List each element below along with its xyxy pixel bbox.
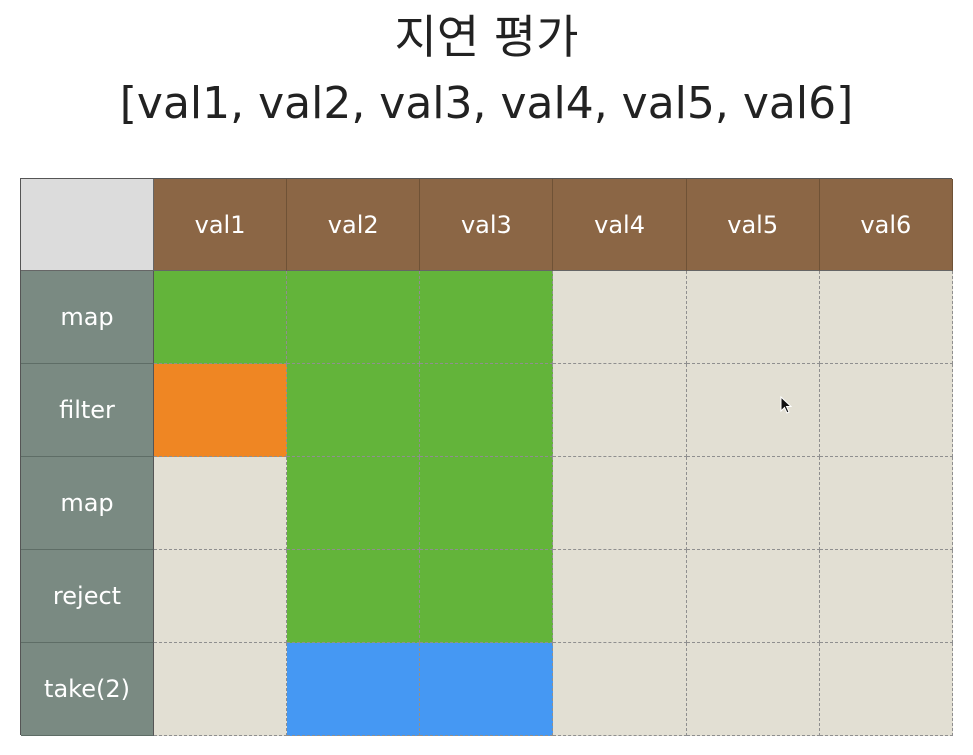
- grid-corner: [21, 179, 154, 271]
- grid-cell-empty: [819, 550, 953, 643]
- grid-cell-green: [287, 457, 421, 550]
- column-header-val2: val2: [287, 179, 421, 271]
- grid-cell-empty: [819, 271, 953, 364]
- row-header: map: [21, 457, 154, 550]
- row-header: reject: [21, 550, 154, 643]
- grid-cell-empty: [553, 271, 687, 364]
- grid-cell-empty: [553, 550, 687, 643]
- grid-cell-green: [420, 457, 554, 550]
- grid-cell-green: [154, 271, 288, 364]
- row-header: map: [21, 271, 154, 364]
- grid-cell-empty: [686, 364, 820, 457]
- grid-cell-green: [420, 271, 554, 364]
- column-header-val6: val6: [819, 179, 953, 271]
- grid-cell-empty: [154, 457, 288, 550]
- grid-cell-orange: [154, 364, 288, 457]
- slide-title: 지연 평가: [394, 10, 579, 64]
- grid-cell-green: [287, 364, 421, 457]
- grid-cell-empty: [819, 643, 953, 736]
- column-header-val3: val3: [420, 179, 554, 271]
- grid-cell-empty: [686, 550, 820, 643]
- grid-cell-empty: [553, 457, 687, 550]
- grid-cell-empty: [553, 364, 687, 457]
- grid-cell-empty: [553, 643, 687, 736]
- slide-subtitle: [val1, val2, val3, val4, val5, val6]: [119, 78, 854, 129]
- grid-cell-empty: [154, 550, 288, 643]
- grid-cell-green: [287, 271, 421, 364]
- column-header-val1: val1: [154, 179, 288, 271]
- grid-cell-empty: [819, 364, 953, 457]
- grid-cell-empty: [154, 643, 288, 736]
- grid-cell-blue: [420, 643, 554, 736]
- grid-cell-green: [420, 364, 554, 457]
- grid-cell-empty: [686, 271, 820, 364]
- grid-cell-green: [420, 550, 554, 643]
- grid-cell-empty: [686, 457, 820, 550]
- column-header-val5: val5: [686, 179, 820, 271]
- mouse-cursor-icon: [780, 396, 792, 414]
- grid-cell-blue: [287, 643, 421, 736]
- grid-cell-empty: [686, 643, 820, 736]
- column-header-val4: val4: [553, 179, 687, 271]
- grid-cell-empty: [819, 457, 953, 550]
- grid-cell-green: [287, 550, 421, 643]
- row-header: filter: [21, 364, 154, 457]
- row-header: take(2): [21, 643, 154, 736]
